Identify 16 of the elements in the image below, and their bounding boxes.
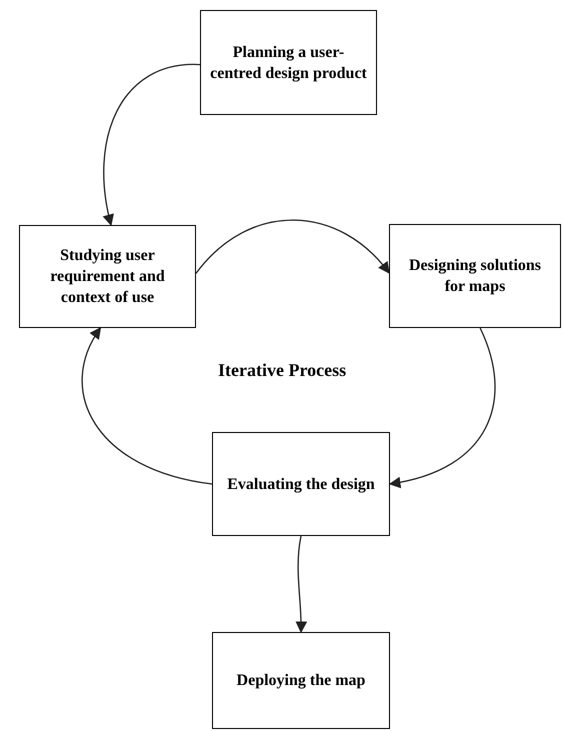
arrow <box>295 536 307 634</box>
arrow <box>388 328 496 488</box>
process-box <box>212 432 390 536</box>
box-text: Studying user requirement and context of use <box>49 246 166 308</box>
arrow <box>103 64 200 226</box>
process-box <box>389 224 561 328</box>
box-text: Planning a user-centred design product <box>209 42 368 84</box>
box-text: Designing solutions for maps <box>408 256 542 297</box>
process-box <box>19 225 196 328</box>
arrow <box>82 327 212 485</box>
box-text: Deploying the map <box>236 671 366 691</box>
process-box <box>200 10 377 115</box>
box-text: Evaluating the design <box>227 474 375 494</box>
arrow <box>196 220 390 274</box>
process-box <box>212 632 390 729</box>
center-label: Iterative Process <box>218 359 346 382</box>
